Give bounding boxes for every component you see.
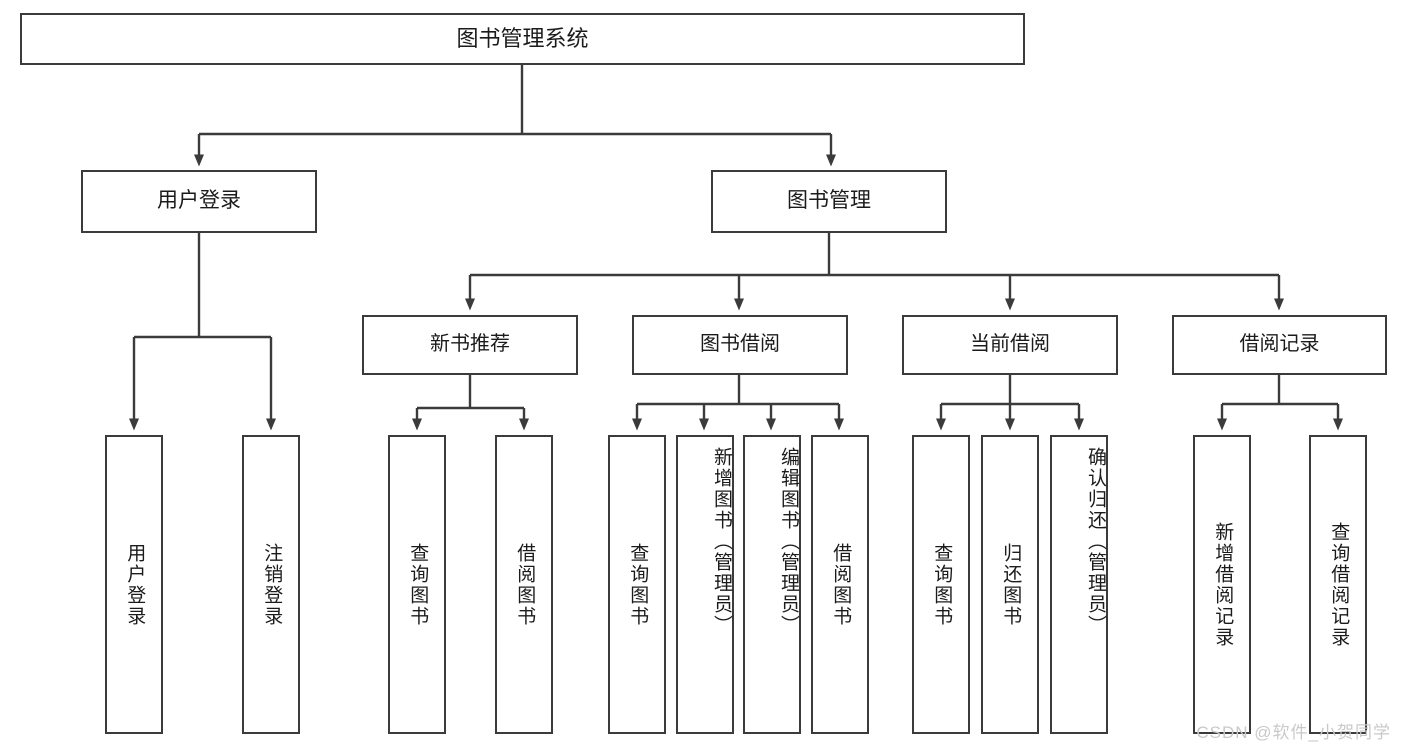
- node-label: 用户登录: [124, 542, 146, 627]
- node-label: 新增图书（管理员）: [711, 447, 732, 636]
- node-label: 当前借阅: [970, 333, 1050, 356]
- node-leaf-query-book-recommend[interactable]: 查询图书: [388, 435, 446, 734]
- node-label: 查询图书: [627, 542, 649, 627]
- watermark: CSDN @软件_小贺同学: [1196, 723, 1391, 742]
- node-label: 用户登录: [157, 189, 241, 213]
- node-label: 编辑图书（管理员）: [778, 447, 799, 636]
- node-book-management[interactable]: 图书管理: [711, 170, 947, 233]
- node-label: 归还图书: [1000, 542, 1022, 627]
- node-leaf-logout-login[interactable]: 注销登录: [242, 435, 300, 734]
- node-leaf-add-borrow-record[interactable]: 新增借阅记录: [1193, 435, 1251, 734]
- node-leaf-query-book-borrow[interactable]: 查询图书: [608, 435, 666, 734]
- node-leaf-add-book-admin[interactable]: 新增图书（管理员）: [676, 435, 734, 734]
- node-label: 借阅图书: [514, 542, 536, 627]
- node-new-book-recommend[interactable]: 新书推荐: [362, 315, 578, 375]
- node-leaf-return-book[interactable]: 归还图书: [981, 435, 1039, 734]
- node-label: 确认归还（管理员）: [1085, 447, 1106, 636]
- node-user-login[interactable]: 用户登录: [81, 170, 317, 233]
- node-label: 借阅记录: [1239, 333, 1320, 356]
- node-label: 新书推荐: [430, 333, 510, 356]
- node-leaf-confirm-return-admin[interactable]: 确认归还（管理员）: [1050, 435, 1108, 734]
- node-label: 新增借阅记录: [1212, 521, 1234, 648]
- node-label: 注销登录: [261, 542, 283, 627]
- node-root-book-management-system[interactable]: 图书管理系统: [20, 13, 1025, 65]
- node-leaf-query-borrow-record[interactable]: 查询借阅记录: [1309, 435, 1367, 734]
- node-label: 借阅图书: [830, 542, 852, 627]
- node-label: 图书管理系统: [456, 26, 589, 52]
- node-leaf-user-login[interactable]: 用户登录: [105, 435, 163, 734]
- node-label: 查询图书: [407, 542, 429, 627]
- node-label: 查询图书: [931, 542, 953, 627]
- node-label: 图书借阅: [700, 333, 780, 356]
- node-label: 图书管理: [787, 189, 871, 213]
- node-leaf-edit-book-admin[interactable]: 编辑图书（管理员）: [743, 435, 801, 734]
- node-leaf-query-book-current[interactable]: 查询图书: [912, 435, 970, 734]
- node-leaf-borrow-book[interactable]: 借阅图书: [811, 435, 869, 734]
- node-borrow-record[interactable]: 借阅记录: [1172, 315, 1387, 375]
- node-current-borrow[interactable]: 当前借阅: [902, 315, 1118, 375]
- node-leaf-borrow-book-recommend[interactable]: 借阅图书: [495, 435, 553, 734]
- node-book-borrow[interactable]: 图书借阅: [632, 315, 848, 375]
- node-label: 查询借阅记录: [1328, 521, 1350, 648]
